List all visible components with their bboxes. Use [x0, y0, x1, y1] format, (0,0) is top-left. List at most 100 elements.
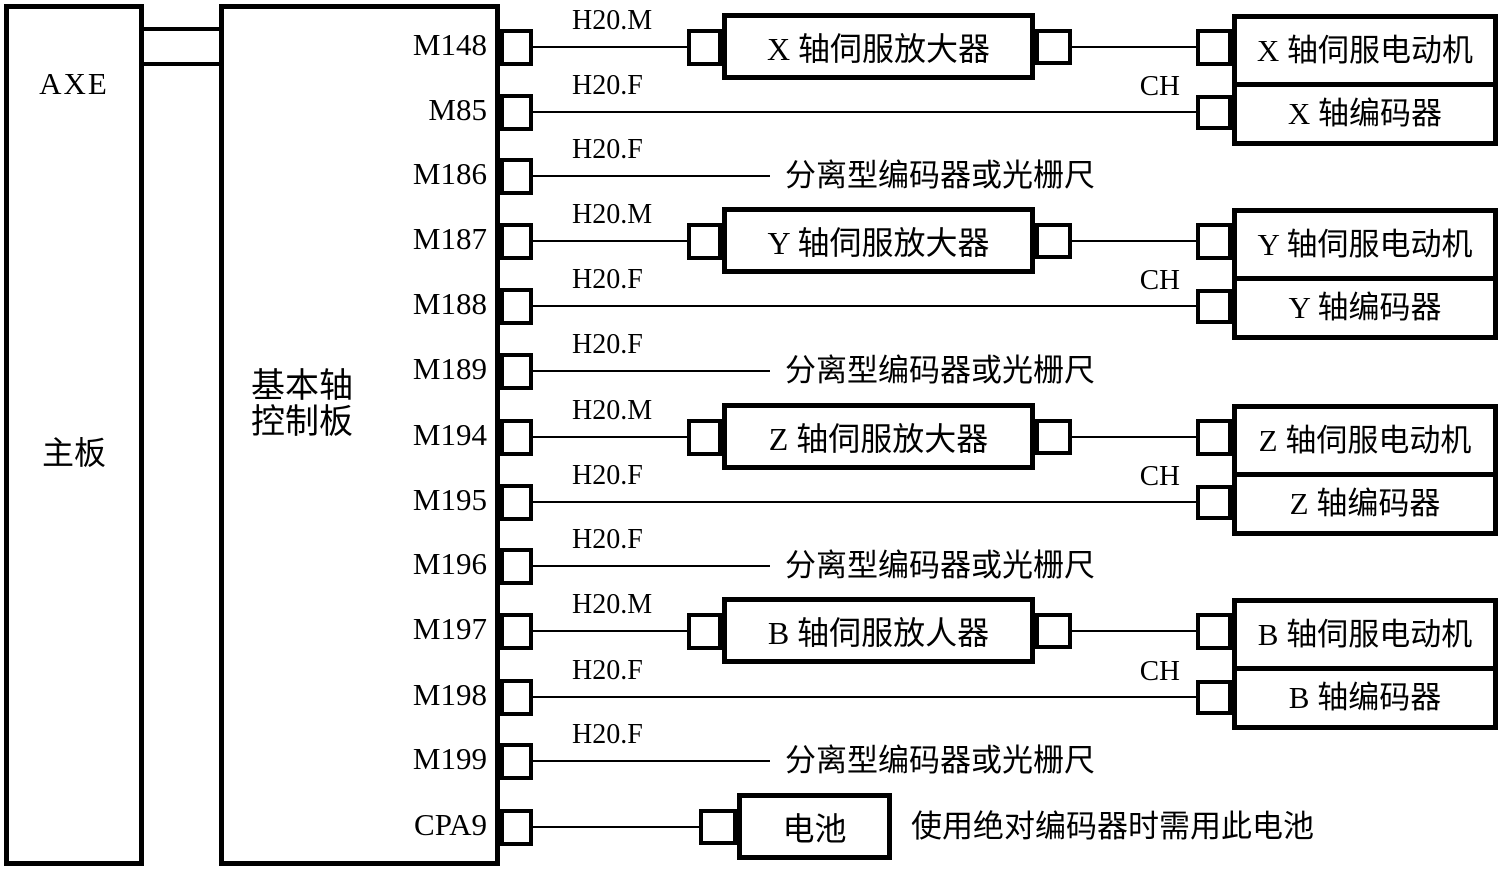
cable-label-M189: H20.F: [572, 329, 643, 360]
mainboard-bottom-label: 主板: [41, 435, 106, 471]
cable-label-M194: H20.M: [572, 395, 653, 426]
amp-input-connector-M187: [687, 223, 722, 260]
amp-output-connector-M148: [1035, 29, 1072, 65]
amp-input-connector-M197: [687, 613, 722, 650]
board-connector-M199: [500, 743, 533, 780]
encoder-connector-Y: [1196, 289, 1232, 324]
cable-label-M199: H20.F: [572, 719, 643, 750]
wire-M186: [533, 175, 770, 177]
wire-M196: [533, 565, 770, 567]
axis-unit-divider-Y: [1237, 276, 1493, 281]
separate-encoder-note-M189: 分离型编码器或光栅尺: [785, 353, 1095, 388]
battery-box-CPA9: 电池: [737, 793, 892, 860]
cable-label-M85: H20.F: [572, 70, 643, 101]
cable-label-M196: H20.F: [572, 524, 643, 555]
board-connector-label-M199: M199: [412, 741, 487, 776]
motor-label-X: X 轴伺服电动机: [1256, 33, 1474, 68]
wire-M189: [533, 370, 770, 372]
wire-M199: [533, 760, 770, 762]
board-connector-M148: [500, 29, 533, 66]
axis-unit-divider-B: [1237, 666, 1493, 671]
board-connector-label-M85: M85: [428, 92, 487, 127]
motor-connector-B: [1196, 613, 1232, 650]
amp-input-connector-M148: [687, 29, 722, 66]
separate-encoder-note-M186: 分离型编码器或光栅尺: [785, 158, 1095, 193]
board-connector-M186: [500, 158, 533, 195]
wire-left-M187: [533, 240, 687, 242]
amp-input-connector-M194: [687, 419, 722, 456]
separate-encoder-note-M196: 分离型编码器或光栅尺: [785, 548, 1095, 583]
board-connector-label-M188: M188: [412, 286, 487, 321]
motor-connector-Y: [1196, 223, 1232, 260]
encoder-connector-Z: [1196, 485, 1232, 520]
mainboard-box: [4, 4, 144, 866]
encoder-label-X: X 轴编码器: [1287, 96, 1443, 131]
board-connector-M198: [500, 679, 533, 716]
ch-label-M188: CH: [1139, 264, 1180, 296]
board-connector-label-M186: M186: [412, 156, 487, 191]
wire-M85: [533, 111, 1196, 113]
board-connector-M189: [500, 353, 533, 390]
board-connector-M188: [500, 288, 533, 325]
board-connector-label-M197: M197: [412, 611, 487, 646]
control-board-box: [219, 4, 500, 866]
board-connector-label-M198: M198: [412, 677, 487, 712]
control-board-label: 基本轴 控制板: [237, 369, 367, 441]
control-board-label-line2: 控制板: [251, 404, 353, 441]
cable-label-M195: H20.F: [572, 460, 643, 491]
board-connector-label-M189: M189: [412, 351, 487, 386]
wire-right-M148: [1072, 46, 1196, 48]
amp-output-connector-M187: [1035, 223, 1072, 259]
wire-left-M194: [533, 436, 687, 438]
battery-input-connector-CPA9: [699, 809, 737, 845]
mainboard-top-label: AXE: [39, 66, 109, 101]
amplifier-box-M197: B 轴伺服放人器: [722, 597, 1035, 664]
axis-unit-divider-Z: [1237, 472, 1493, 477]
axis-unit-box-X: X 轴伺服电动机 X 轴编码器: [1232, 14, 1498, 146]
axis-unit-divider-X: [1237, 82, 1493, 87]
wire-right-M194: [1072, 436, 1196, 438]
control-board-label-line1: 基本轴: [251, 368, 353, 405]
amp-output-connector-M197: [1035, 613, 1072, 649]
battery-note-CPA9: 使用绝对编码器时需用此电池: [911, 809, 1314, 844]
board-connector-label-M194: M194: [412, 417, 487, 452]
encoder-connector-B: [1196, 680, 1232, 715]
wire-M188: [533, 305, 1196, 307]
amplifier-box-M187: Y 轴伺服放大器: [722, 207, 1035, 274]
cable-label-M187: H20.M: [572, 199, 653, 230]
wire-M198: [533, 696, 1196, 698]
board-connector-label-CPA9: CPA9: [414, 807, 487, 842]
ch-label-M198: CH: [1139, 655, 1180, 687]
board-connector-label-M187: M187: [412, 221, 487, 256]
motor-connector-Z: [1196, 419, 1232, 456]
wire-left-M197: [533, 630, 687, 632]
board-connector-M196: [500, 548, 533, 585]
amp-output-connector-M194: [1035, 419, 1072, 455]
encoder-label-Y: Y 轴编码器: [1288, 290, 1442, 325]
cable-label-M148: H20.M: [572, 5, 653, 36]
motor-label-Z: Z 轴伺服电动机: [1258, 423, 1472, 458]
amplifier-box-M148: X 轴伺服放大器: [722, 13, 1035, 80]
wire-M195: [533, 501, 1196, 503]
board-connector-label-M148: M148: [412, 27, 487, 62]
motor-connector-X: [1196, 29, 1232, 66]
encoder-connector-X: [1196, 95, 1232, 130]
cable-label-M198: H20.F: [572, 655, 643, 686]
ch-label-M195: CH: [1139, 460, 1180, 492]
board-connector-CPA9: [500, 809, 533, 846]
ch-label-M85: CH: [1139, 70, 1180, 102]
board-connector-M187: [500, 223, 533, 260]
board-connector-M197: [500, 613, 533, 650]
cable-label-M188: H20.F: [572, 264, 643, 295]
amplifier-box-M194: Z 轴伺服放大器: [722, 403, 1035, 470]
motor-label-B: B 轴伺服电动机: [1257, 617, 1473, 652]
board-connector-label-M195: M195: [412, 482, 487, 517]
cable-label-M186: H20.F: [572, 134, 643, 165]
separate-encoder-note-M199: 分离型编码器或光栅尺: [785, 743, 1095, 778]
wire-left-M148: [533, 46, 687, 48]
board-connector-M85: [500, 94, 533, 131]
